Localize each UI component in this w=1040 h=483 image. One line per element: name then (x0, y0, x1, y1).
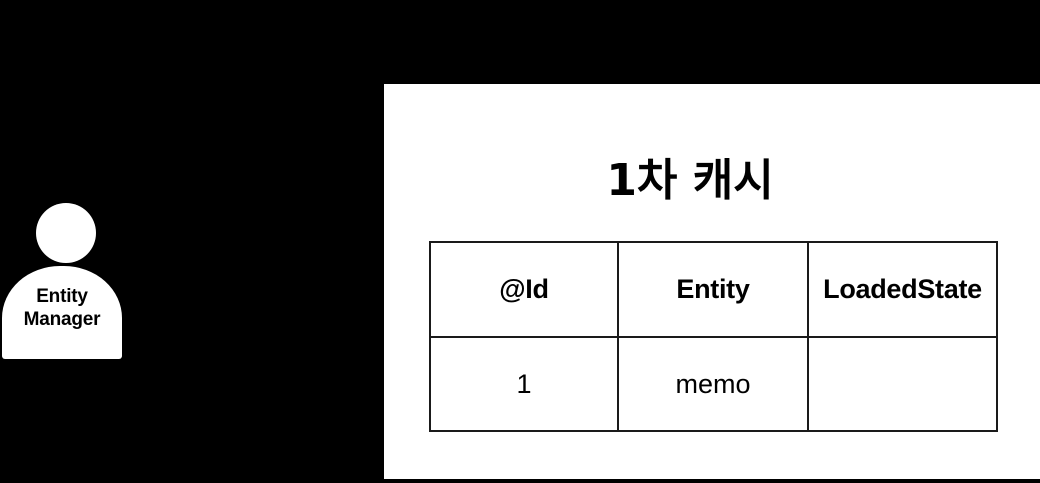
table-row: 1 memo (429, 336, 998, 432)
cell-loadedstate (807, 336, 998, 432)
actor-label: Entity Manager (2, 285, 122, 331)
actor-label-line-1: Entity (36, 286, 88, 307)
panel-title: 1차 캐시 (606, 155, 774, 206)
column-header-loadedstate: LoadedState (807, 241, 998, 338)
entity-manager-actor[interactable]: Entity Manager (0, 203, 126, 361)
column-header-entity: Entity (617, 241, 809, 338)
table-header-row: @Id Entity LoadedState (429, 241, 998, 338)
cell-id: 1 (429, 336, 619, 432)
cell-entity: memo (617, 336, 809, 432)
actor-head-icon (36, 203, 96, 263)
cache-table: @Id Entity LoadedState 1 memo (429, 241, 998, 432)
column-header-id: @Id (429, 241, 619, 338)
first-level-cache-panel: 1차 캐시 @Id Entity LoadedState 1 memo (384, 84, 1040, 479)
actor-body-icon (2, 266, 122, 359)
actor-label-line-2: Manager (23, 309, 101, 330)
